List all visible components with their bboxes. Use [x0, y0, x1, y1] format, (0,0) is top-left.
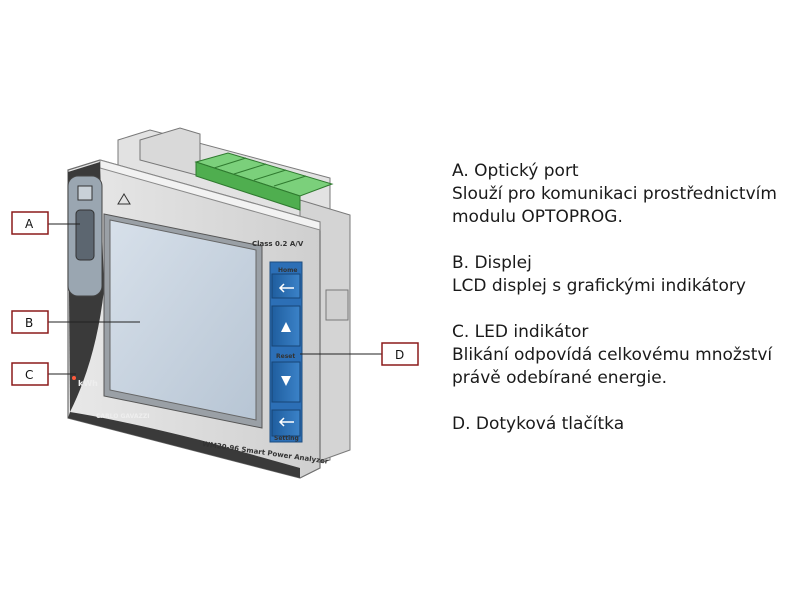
enter-icon: [278, 283, 294, 293]
legend-b-title: B. Displej: [452, 253, 532, 273]
arrow-up-icon: [281, 322, 291, 332]
callout-c-label: C: [25, 368, 33, 382]
legend-d-title: D. Dotyková tlačítka: [452, 414, 625, 434]
legend-c-title: C. LED indikátor: [452, 322, 589, 342]
setting-button-label: Setting: [274, 435, 299, 442]
legend-c-line-2: právě odebírané energie.: [452, 368, 668, 388]
warning-icon: [117, 193, 131, 205]
optical-port: [67, 175, 103, 297]
enter-icon-2: [278, 417, 294, 427]
terminal-block: [194, 152, 334, 211]
legend-a-line-2: modulu OPTOPROG.: [452, 207, 623, 227]
setting-button[interactable]: [271, 409, 301, 437]
arrow-down-icon: [281, 376, 291, 386]
home-button-label: Home: [278, 267, 297, 274]
kwh-label: kWh: [78, 379, 98, 388]
callout-c: C: [11, 362, 49, 386]
legend-item-d: D. Dotyková tlačítka: [452, 413, 792, 436]
callout-a: A: [11, 211, 49, 235]
home-button[interactable]: [271, 273, 301, 299]
callout-a-label: A: [25, 217, 34, 231]
callout-b: B: [11, 310, 49, 334]
callout-d-label: D: [395, 348, 404, 362]
touch-button-panel: Home Reset Setting: [269, 261, 303, 443]
legend-item-a: A. Optický port Slouží pro komunikaci pr…: [452, 160, 792, 229]
led-indicator: [72, 376, 76, 380]
callout-b-label: B: [25, 316, 33, 330]
legend-a-line-1: Slouží pro komunikaci prostřednictvím: [452, 184, 777, 204]
legend-c-line-1: Blikání odpovídá celkovému množství: [452, 345, 773, 365]
reset-button-label: Reset: [276, 353, 295, 360]
legend-a-title: A. Optický port: [452, 161, 579, 181]
legend: A. Optický port Slouží pro komunikaci pr…: [452, 160, 792, 459]
legend-b-line-1: LCD displej s grafickými indikátory: [452, 276, 746, 296]
lcd-display: [103, 213, 263, 429]
callout-d: D: [381, 342, 419, 366]
brand-label: CARLO GAVAZZI: [96, 413, 149, 420]
legend-item-b: B. Displej LCD displej s grafickými indi…: [452, 252, 792, 298]
legend-item-c: C. LED indikátor Blikání odpovídá celkov…: [452, 321, 792, 390]
class-label: Class 0.2 A/V: [252, 240, 304, 248]
